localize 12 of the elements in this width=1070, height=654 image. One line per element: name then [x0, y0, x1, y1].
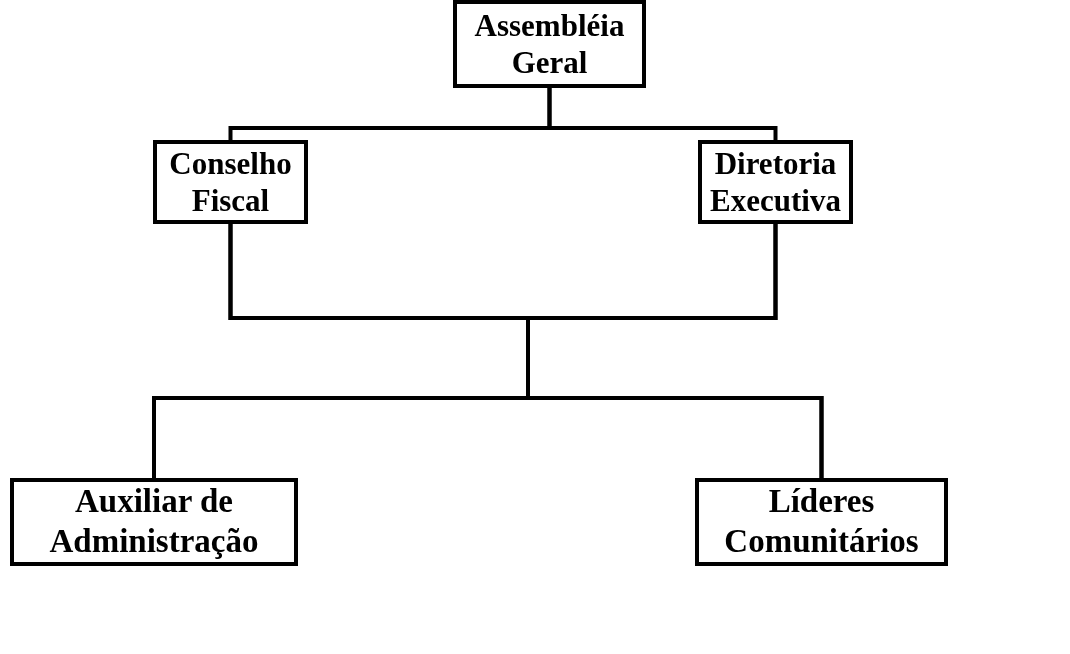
box-label: Conselho Fiscal	[168, 144, 293, 220]
org-box	[698, 140, 853, 224]
org-box	[153, 140, 308, 224]
connector-line	[547, 88, 778, 140]
box-label: Diretoria Executiva	[709, 144, 842, 220]
org-box	[10, 478, 298, 566]
box-label: Assembléia Geral	[473, 6, 626, 82]
org-box	[453, 0, 646, 88]
box-label: Líderes Comunitários	[723, 482, 920, 561]
box-label: Auxiliar de Administração	[48, 482, 260, 561]
org-box	[695, 478, 948, 566]
connector-line	[526, 224, 824, 478]
